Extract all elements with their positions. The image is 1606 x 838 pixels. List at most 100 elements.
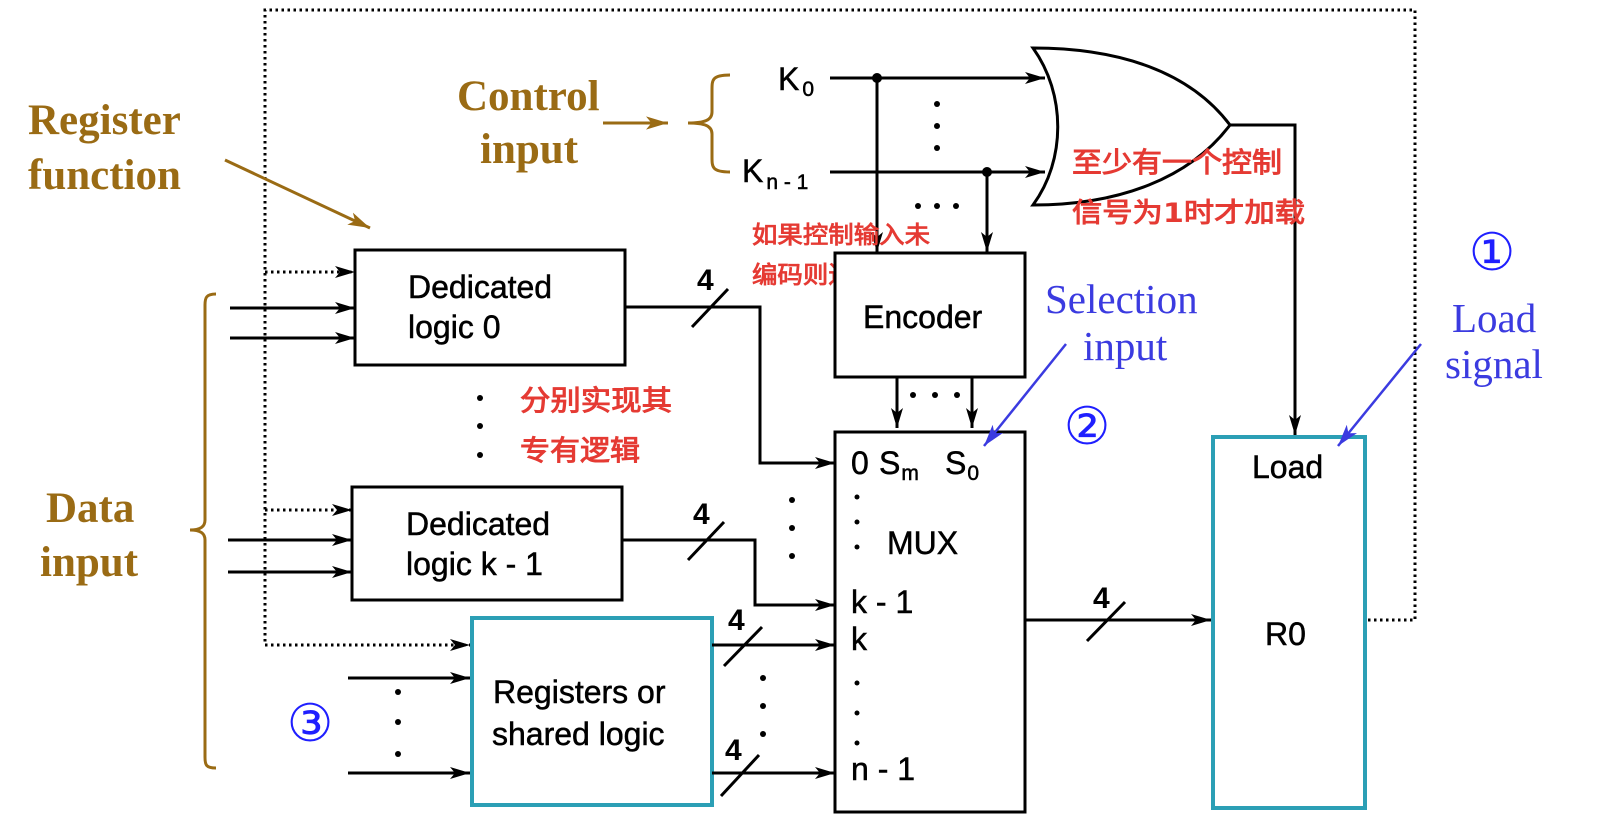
mux-select-s0-label: S0 [945, 445, 979, 485]
ellipsis-dot [953, 203, 959, 209]
ellipsis-dot [934, 203, 940, 209]
ellipsis-dot [854, 544, 860, 550]
ellipsis-dot [854, 740, 860, 746]
ellipsis-dot [477, 395, 483, 401]
ellipsis-dot [854, 494, 860, 500]
register-function-label-line1: Register [28, 97, 181, 144]
ellipsis-dot [854, 680, 860, 686]
bus-width-label: 4 [728, 604, 745, 637]
selection-input-arrow [983, 343, 1067, 447]
mux-label: MUX [887, 525, 958, 561]
data-input-label-line1: Data [46, 485, 134, 532]
ellipsis-dot [477, 423, 483, 429]
dedicated-logic-0-label-line1: Dedicated [408, 269, 552, 305]
or-gate-to-load-wire [1230, 123, 1301, 435]
marker-one-icon: ① [1469, 223, 1516, 283]
bus-slash [1085, 600, 1127, 643]
shared-logic-block [470, 616, 714, 807]
control-signal-k0-subscript: 0 [802, 78, 814, 101]
encoder-note-line1: 如果控制输入未 [752, 221, 930, 249]
control-input-label-line1: Control [457, 73, 600, 120]
bus-width-label: 4 [693, 498, 710, 531]
register-function-label-line2: function [28, 152, 181, 199]
mux-select-sm-name: S [879, 445, 900, 481]
or-gate-note-line2: 信号为1时才加载 [1072, 198, 1305, 229]
control-signal-kn1-name: K [742, 153, 763, 189]
control-signals-vertical-ellipsis [934, 101, 940, 151]
mux-input-0-label: 0 [851, 445, 869, 481]
control-input-label-line2: input [480, 126, 579, 173]
ellipsis-dot [915, 203, 921, 209]
encoder-outputs-horizontal-ellipsis [910, 392, 960, 398]
ellipsis-dot [934, 145, 940, 151]
dedicated-logic-k1-output-bus [622, 538, 835, 611]
mux-input-n1-label: n - 1 [851, 751, 915, 787]
mux-select-sm-subscript: m [901, 462, 919, 485]
or-gate [1030, 46, 1232, 207]
selection-input-label-line1: Selection [1045, 276, 1198, 322]
ellipsis-dot [477, 452, 483, 458]
ellipsis-dot [854, 519, 860, 525]
ellipsis-dot [934, 123, 940, 129]
bus-slash [686, 520, 726, 562]
bus-slash [690, 287, 730, 329]
encoder-block [833, 251, 1027, 379]
mux-inputs-vertical-ellipsis-upper [789, 497, 795, 559]
bus-width-label: 4 [725, 734, 742, 767]
register-r0-block [1211, 435, 1367, 810]
encoder-label: Encoder [863, 299, 983, 335]
mux-select-s0-name: S [945, 445, 966, 481]
mux-select-s0-subscript: 0 [967, 462, 979, 485]
mux-select-sm-label: Sm [879, 445, 919, 485]
dedicated-logic-0-block [353, 248, 627, 367]
dedicated-note-line2: 专有逻辑 [520, 434, 640, 467]
bus-width-label: 4 [1093, 582, 1110, 615]
shared-logic-inputs-vertical-ellipsis [395, 689, 401, 757]
ellipsis-dot [910, 392, 916, 398]
or-gate-note-line1: 至少有一个控制 [1072, 146, 1282, 179]
mux-input-k1-label: k - 1 [851, 584, 913, 620]
dedicated-logic-0-output-bus [625, 305, 835, 469]
load-signal-label-line2: signal [1445, 341, 1543, 387]
feedback-loop-line [263, 8, 1417, 651]
dedicated-logic-k1-block [350, 485, 624, 602]
mux-labels-vertical-ellipsis-lower [854, 680, 860, 746]
data-input-label-line2: input [40, 539, 139, 586]
ellipsis-dot [760, 703, 766, 709]
marker-three-icon: ③ [287, 694, 334, 754]
encoder-inputs-horizontal-ellipsis [915, 203, 959, 209]
mux-block [833, 430, 1027, 814]
mux-input-k-label: k [851, 621, 868, 657]
control-signal-k0-name: K [778, 61, 799, 97]
dedicated-logic-0-label-line2: logic 0 [408, 309, 501, 345]
dedicated-logic-k1-label-line2: logic k - 1 [406, 546, 543, 582]
marker-two-icon: ② [1064, 397, 1111, 457]
data-input-bracket [189, 292, 217, 770]
shared-logic-label-line2: shared logic [492, 716, 665, 752]
control-input-brace [687, 73, 731, 174]
ellipsis-dot [395, 751, 401, 757]
mux-labels-vertical-ellipsis-upper [854, 494, 860, 550]
ellipsis-dot [760, 675, 766, 681]
register-name-label: R0 [1265, 616, 1306, 652]
ellipsis-dot [395, 719, 401, 725]
control-signal-kn1-subscript: n - 1 [766, 171, 808, 194]
dedicated-note-line1: 分别实现其 [520, 384, 672, 417]
ellipsis-dot [760, 731, 766, 737]
dedicated-blocks-vertical-ellipsis [477, 395, 483, 458]
bus-width-label: 4 [697, 264, 714, 297]
ellipsis-dot [932, 392, 938, 398]
ellipsis-dot [934, 101, 940, 107]
ellipsis-dot [954, 392, 960, 398]
bus-slash [722, 625, 764, 668]
load-signal-arrow [1337, 343, 1422, 447]
bus-slash [719, 753, 761, 798]
load-signal-label-line1: Load [1452, 295, 1536, 341]
dedicated-logic-k1-label-line1: Dedicated [406, 506, 550, 542]
register-load-label: Load [1252, 449, 1323, 485]
register-function-arrow [224, 158, 371, 230]
shared-logic-label-line1: Registers or [493, 674, 666, 710]
